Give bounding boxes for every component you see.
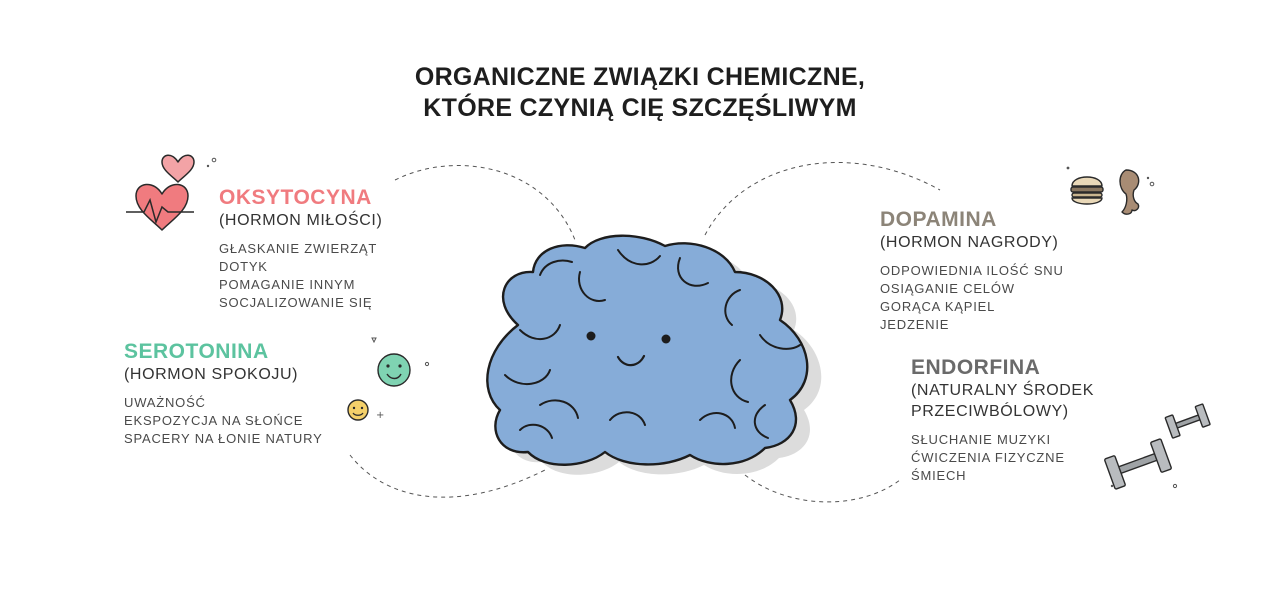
title-line-2: KTÓRE CZYNIĄ CIĘ SZCZĘŚLIWYM	[423, 94, 857, 122]
page-title: ORGANICZNE ZWIĄZKI CHEMICZNE, KTÓRE CZYN…	[0, 62, 1280, 124]
list-item: UWAŻNOŚĆ	[124, 395, 206, 410]
dopamine-activity-list: ODPOWIEDNIA ILOŚĆ SNU OSIĄGANIE CELÓW GO…	[880, 262, 1064, 334]
serotonin-activity-list: UWAŻNOŚĆ EKSPOZYCJA NA SŁOŃCE SPACERY NA…	[124, 394, 323, 448]
oxytocin-activity-list: GŁASKANIE ZWIERZĄT DOTYK POMAGANIE INNYM…	[219, 240, 382, 312]
title-line-1: ORGANICZNE ZWIĄZKI CHEMICZNE,	[414, 63, 866, 91]
serotonin-section: SEROTONINA (HORMON SPOKOJU) UWAŻNOŚĆ EKS…	[124, 340, 323, 448]
connector-arc-oxytocin	[394, 165, 576, 241]
list-item: GŁASKANIE ZWIERZĄT	[219, 241, 378, 256]
endorphin-title: ENDORFINA	[911, 356, 1041, 379]
list-item: DOTYK	[219, 259, 268, 274]
dopamine-section: DOPAMINA (HORMON NAGRODY) ODPOWIEDNIA IL…	[880, 208, 1064, 334]
endorphin-section: ENDORFINA (NATURALNY ŚRODEK PRZECIWBÓLOW…	[911, 356, 1094, 485]
brain-right-eye	[661, 334, 671, 344]
connector-arc-dopamine	[704, 162, 941, 236]
list-item: EKSPOZYCJA NA SŁOŃCE	[124, 413, 304, 428]
serotonin-title: SEROTONINA	[124, 340, 269, 363]
svg-text:+: +	[376, 410, 384, 421]
connector-arc-serotonin	[349, 454, 546, 498]
list-item: POMAGANIE INNYM	[219, 277, 356, 292]
endorphin-subtitle-line-2: PRZECIWBÓLOWY)	[911, 403, 1069, 420]
serotonin-subtitle: (HORMON SPOKOJU)	[124, 366, 299, 383]
list-item: ĆWICZENIA FIZYCZNE	[911, 450, 1065, 465]
dumbbell-icon	[1104, 403, 1211, 490]
dopamine-subtitle: (HORMON NAGRODY)	[880, 234, 1059, 251]
endorphin-subtitle-line-1: (NATURALNY ŚRODEK	[911, 382, 1094, 399]
heart-rate-icon	[126, 154, 217, 231]
brain-left-eye	[586, 331, 596, 341]
connector-arc-endorphin	[744, 474, 901, 503]
list-item: ŚMIECH	[911, 468, 967, 483]
oxytocin-section: OKSYTOCYNA (HORMON MIŁOŚCI) GŁASKANIE ZW…	[219, 186, 382, 312]
list-item: SPACERY NA ŁONIE NATURY	[124, 431, 323, 446]
list-item: GORĄCA KĄPIEL	[880, 299, 996, 314]
brain-icon	[486, 234, 822, 475]
list-item: ODPOWIEDNIA ILOŚĆ SNU	[880, 263, 1064, 278]
endorphin-activity-list: SŁUCHANIE MUZYKI ĆWICZENIA FIZYCZNE ŚMIE…	[911, 431, 1094, 485]
oxytocin-subtitle: (HORMON MIŁOŚCI)	[219, 212, 383, 229]
list-item: OSIĄGANIE CELÓW	[880, 281, 1015, 296]
list-item: JEDZENIE	[880, 317, 950, 332]
dopamine-title: DOPAMINA	[880, 208, 997, 231]
burger-chicken-icon	[1066, 166, 1155, 215]
brain-smile	[616, 354, 646, 367]
oxytocin-title: OKSYTOCYNA	[219, 186, 372, 209]
smiley-face-icon: +	[347, 337, 430, 421]
list-item: SOCJALIZOWANIE SIĘ	[219, 295, 373, 310]
list-item: SŁUCHANIE MUZYKI	[911, 432, 1051, 447]
